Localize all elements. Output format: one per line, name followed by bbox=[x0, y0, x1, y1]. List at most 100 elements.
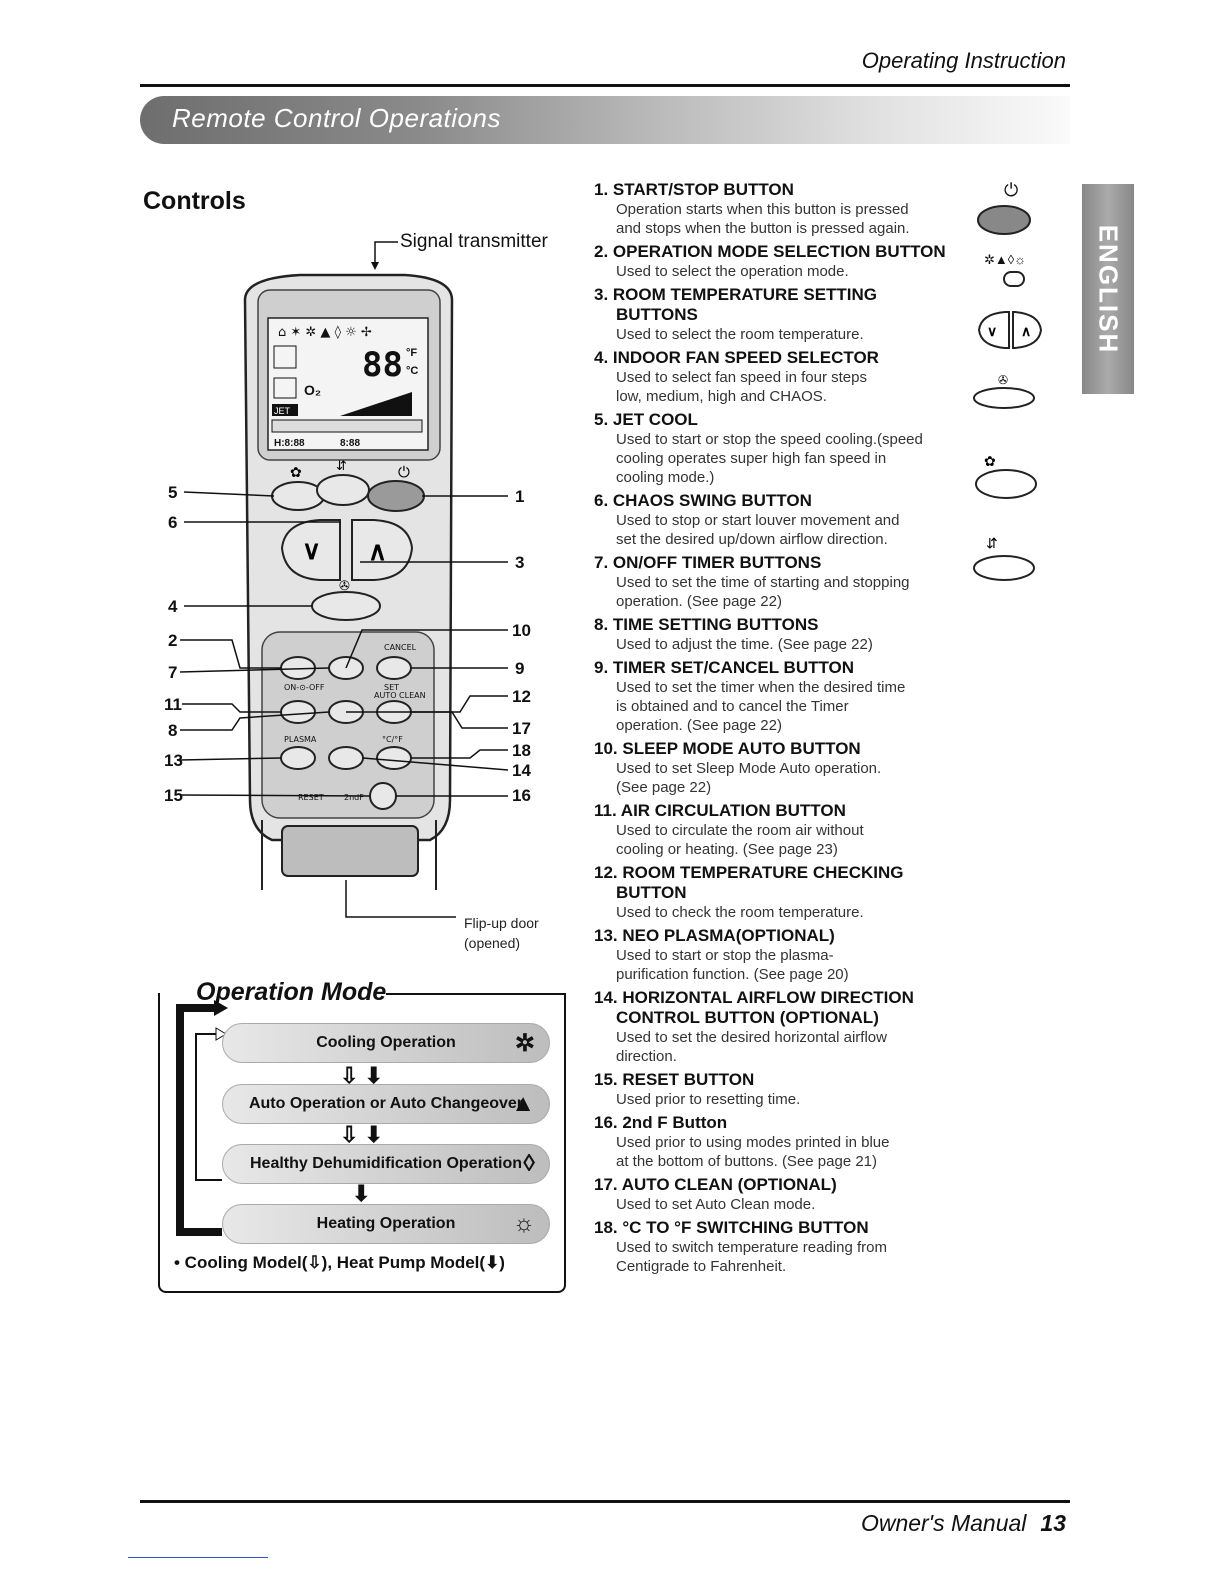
control-item-desc: Used to select fan speed in four steps bbox=[616, 369, 867, 386]
power-icon: ⏻ bbox=[1004, 180, 1019, 200]
control-item: 9. TIMER SET/CANCEL BUTTON Used to set th… bbox=[594, 658, 994, 735]
control-item-desc: Used to check the room temperature. bbox=[616, 904, 864, 921]
lcd-time-off: 8:88 bbox=[340, 438, 360, 449]
label-c-f: °C/°F bbox=[382, 735, 403, 744]
mode-dehumid-label: Healthy Dehumidification Operation bbox=[249, 1155, 523, 1172]
control-item-title-cont: CONTROL BUTTON (OPTIONAL) bbox=[616, 1008, 879, 1027]
svg-text:✇: ✇ bbox=[339, 578, 350, 593]
control-item-title: 4. INDOOR FAN SPEED SELECTOR bbox=[594, 348, 879, 367]
mode-arrows-3: ⬇ bbox=[352, 1181, 371, 1206]
label-set: SET bbox=[384, 683, 399, 692]
flip-door-label: Flip-up door (opened) bbox=[464, 913, 539, 953]
control-item-desc: cooling or heating. (See page 23) bbox=[616, 841, 838, 858]
control-item-desc: Used to set the desired horizontal airfl… bbox=[616, 1029, 887, 1046]
fan-speed-button-icon: ✇ bbox=[973, 373, 1035, 409]
callout-8: 8 bbox=[168, 721, 178, 740]
banner-title: Remote Control Operations bbox=[172, 103, 501, 133]
control-item-title-cont: BUTTON bbox=[616, 883, 687, 902]
control-item-desc: operation. (See page 22) bbox=[616, 593, 782, 610]
header-rule bbox=[140, 84, 1070, 87]
control-item: 4. INDOOR FAN SPEED SELECTOR Used to sele… bbox=[594, 348, 994, 406]
control-item-title: 8. TIME SETTING BUTTONS bbox=[594, 615, 819, 634]
chaos-swing-button-icon: ⇵ bbox=[973, 535, 1035, 581]
svg-text:⇵: ⇵ bbox=[336, 458, 347, 473]
lcd-digits: 88 bbox=[362, 345, 403, 385]
control-item-title: 14. HORIZONTAL AIRFLOW DIRECTION bbox=[594, 988, 914, 1007]
svg-text:O₂: O₂ bbox=[304, 382, 321, 398]
callout-15: 15 bbox=[164, 786, 183, 805]
mode-arrows-2: ⇩ ⬇ bbox=[340, 1122, 383, 1147]
mode-heating: Heating Operation☼ bbox=[222, 1204, 550, 1244]
flip-door-line1: Flip-up door bbox=[464, 915, 539, 931]
section-banner bbox=[140, 96, 1070, 144]
snowflake-icon: ✲ bbox=[514, 1029, 535, 1057]
control-item-title: 6. CHAOS SWING BUTTON bbox=[594, 491, 812, 510]
callout-12: 12 bbox=[512, 687, 531, 706]
model-note: • Cooling Model(⇩), Heat Pump Model(⬇) bbox=[174, 1253, 505, 1272]
label-plasma: PLASMA bbox=[284, 735, 317, 744]
lcd-time-on: H:8:88 bbox=[274, 438, 305, 449]
control-item-desc: Used prior to resetting time. bbox=[616, 1091, 801, 1108]
callout-10: 10 bbox=[512, 621, 531, 640]
footer-rule bbox=[140, 1500, 1070, 1503]
mode-button-icon bbox=[1003, 271, 1025, 287]
control-item-desc: Used to start or stop the plasma- bbox=[616, 947, 834, 964]
control-item-title: 12. ROOM TEMPERATURE CHECKING bbox=[594, 863, 904, 882]
signal-transmitter-label: Signal transmitter bbox=[400, 231, 548, 252]
control-item-title: 11. AIR CIRCULATION BUTTON bbox=[594, 801, 846, 820]
callout-4: 4 bbox=[168, 597, 178, 616]
svg-text:⏻: ⏻ bbox=[398, 464, 410, 481]
droplet-icon: ◊ bbox=[523, 1150, 535, 1177]
label-on-off: ON-⊙-OFF bbox=[284, 683, 325, 692]
control-item-desc: Used to set Auto Clean mode. bbox=[616, 1196, 816, 1213]
lcd-jet: JET bbox=[274, 406, 291, 416]
operation-mode-title: Operation Mode bbox=[196, 978, 387, 1006]
controls-heading: Controls bbox=[143, 187, 246, 215]
mode-auto: Auto Operation or Auto Changeover▲ bbox=[222, 1084, 550, 1124]
callout-3: 3 bbox=[515, 553, 525, 572]
auto-triangle-icon: ▲ bbox=[511, 1090, 535, 1117]
control-item-desc: low, medium, high and CHAOS. bbox=[616, 388, 827, 405]
control-item-desc: Used to adjust the time. (See page 22) bbox=[616, 636, 873, 653]
mode-arrows-1: ⇩ ⬇ bbox=[340, 1063, 383, 1088]
operation-mode-box-top bbox=[386, 993, 566, 995]
lcd-fahrenheit: °F bbox=[406, 347, 417, 359]
lcd-celsius: °C bbox=[406, 365, 418, 377]
callout-9: 9 bbox=[515, 659, 525, 678]
control-item-desc: at the bottom of buttons. (See page 21) bbox=[616, 1153, 878, 1170]
flip-door-line2: (opened) bbox=[464, 935, 521, 951]
control-item: 8. TIME SETTING BUTTONS Used to adjust th… bbox=[594, 615, 994, 654]
control-item-desc: Used to set the timer when the desired t… bbox=[616, 679, 906, 696]
callout-11: 11 bbox=[164, 695, 182, 714]
control-item-desc: cooling operates super high fan speed in bbox=[616, 450, 887, 467]
callout-16: 16 bbox=[512, 786, 531, 805]
control-item-title: 17. AUTO CLEAN (OPTIONAL) bbox=[594, 1175, 837, 1194]
control-item-title: 7. ON/OFF TIMER BUTTONS bbox=[594, 553, 822, 572]
sun-icon: ☼ bbox=[513, 1210, 535, 1237]
label-2ndf: 2ndF bbox=[344, 793, 364, 802]
control-item-desc: Used to select the operation mode. bbox=[616, 263, 849, 280]
mode-cooling-label: Cooling Operation bbox=[316, 1034, 456, 1051]
control-item-title: 9. TIMER SET/CANCEL BUTTON bbox=[594, 658, 855, 677]
operation-mode-box bbox=[158, 993, 566, 1293]
callout-7: 7 bbox=[168, 663, 178, 682]
footer-text: Owner's Manual bbox=[860, 1510, 1027, 1536]
svg-text:∨: ∨ bbox=[987, 323, 997, 339]
callout-17: 17 bbox=[512, 719, 531, 738]
language-tab: ENGLISH bbox=[1082, 184, 1134, 394]
mode-auto-label: Auto Operation or Auto Changeover bbox=[248, 1095, 524, 1112]
language-tab-label: ENGLISH bbox=[1093, 224, 1124, 354]
control-item-title: 5. JET COOL bbox=[594, 410, 698, 429]
svg-text:⌂ ✶ ✲ ▲ ◊ ☼ ✢: ⌂ ✶ ✲ ▲ ◊ ☼ ✢ bbox=[278, 325, 372, 340]
control-item-desc: cooling mode.) bbox=[616, 469, 715, 486]
control-item-title: 16. 2nd F Button bbox=[594, 1113, 728, 1132]
